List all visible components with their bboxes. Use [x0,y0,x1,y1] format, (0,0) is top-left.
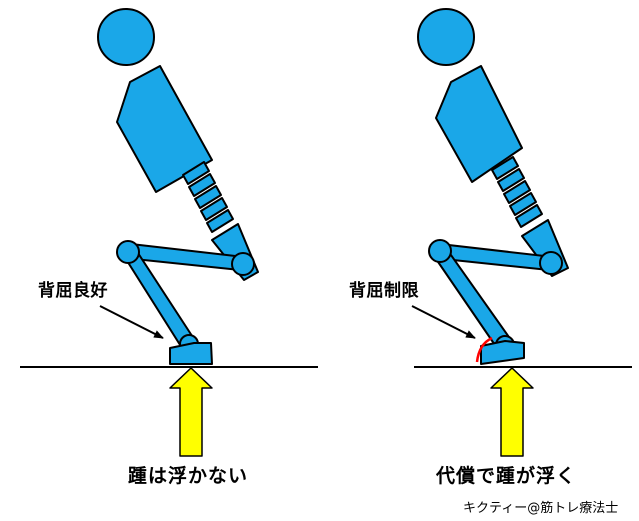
right-hip-joint [539,251,563,275]
right-head [417,8,475,66]
left-dorsiflexion-label: 背屈良好 [38,281,108,301]
left-knee-joint [116,240,140,264]
right-ground-force-arrow [490,367,534,457]
left-hip-joint [231,252,255,276]
left-head [97,8,155,66]
left-ground-force-arrow [169,367,213,457]
right-pointer-arrow [411,305,476,339]
right-squat-figure [417,8,569,365]
right-lumbar-spine [491,156,543,228]
left-squat-figure [97,8,259,365]
right-angle-mark [475,336,493,363]
left-result-caption: 踵は浮かない [128,465,249,487]
left-lumbar-spine [182,161,234,233]
left-pointer-arrow [99,305,164,339]
right-foot [480,340,525,365]
author-credit: キクティー@筋トレ療法士 [463,501,619,516]
right-result-caption: 代償で踵が浮く [436,465,577,487]
right-dorsiflexion-label: 背屈制限 [349,281,419,301]
right-torso [435,65,523,183]
right-knee-joint [428,239,452,263]
left-foot [169,342,213,365]
